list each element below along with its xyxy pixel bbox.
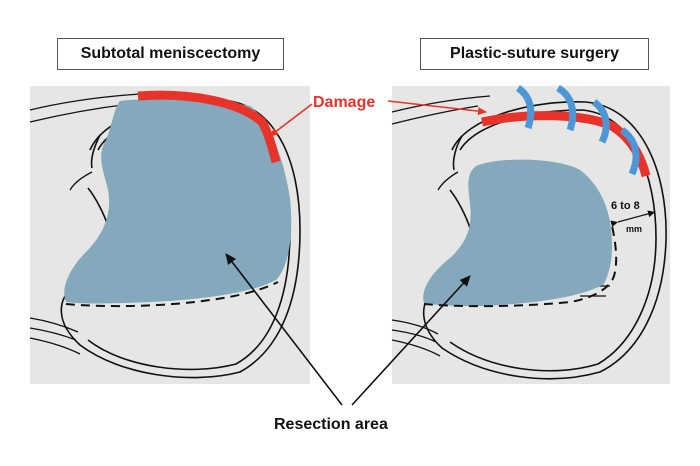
right-tissue-lines [391, 95, 610, 357]
left-panel [29, 86, 310, 384]
left-resection-area [64, 98, 292, 304]
gap-unit-label: mm [626, 224, 642, 234]
sutures [515, 84, 640, 176]
left-resection-dashed-line [65, 281, 279, 308]
resection-area-label: Resection area [274, 416, 388, 433]
resection-arrow-left [225, 253, 343, 406]
right-suture-dashed-line [423, 225, 618, 308]
left-panel-title: Subtotal meniscectomy [57, 38, 284, 70]
right-resection-area [423, 159, 612, 306]
damage-label: Damage [313, 94, 375, 111]
right-panel [391, 84, 670, 384]
suture-4 [619, 127, 640, 176]
suture-3 [591, 99, 610, 144]
left-damage-arc [137, 90, 281, 164]
right-panel-title: Plastic-suture surgery [420, 38, 649, 70]
suture-1 [515, 85, 535, 130]
damage-arrow-right [387, 100, 487, 116]
gap-measurement-arrow [610, 210, 656, 228]
gap-value-label: 6 to 8 [611, 200, 640, 212]
suture-2 [556, 84, 577, 132]
resection-arrow-right [351, 275, 471, 406]
damage-arrow-left [269, 103, 313, 137]
